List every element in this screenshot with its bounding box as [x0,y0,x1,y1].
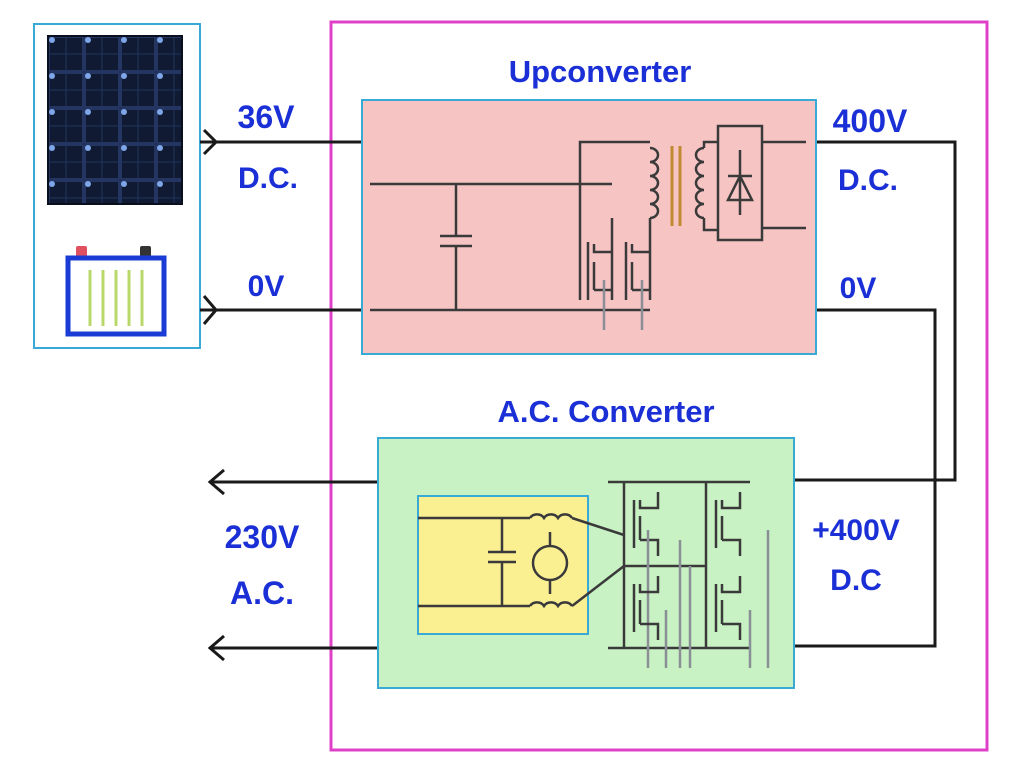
input-wiring [200,128,362,325]
capacitor-icon [440,184,472,310]
input-pos-type-label: D.C. [238,162,298,195]
inductor-icon [528,513,574,521]
ac-output-voltage-label: 230V [225,519,300,555]
ac-converter-title: A.C. Converter [497,394,714,429]
mosfet-icon [714,492,770,668]
ac-output-wiring [207,468,378,662]
upconverter-out-pos-voltage-label: 400V [833,103,908,139]
upconverter-title: Upconverter [509,54,692,89]
capacitor-icon [488,518,516,606]
ac-source-icon [531,532,569,594]
input-neg-label: 0V [248,270,285,303]
ac-converter-in-voltage-label: +400V [812,514,900,547]
upconverter-out-pos-type-label: D.C. [838,164,898,197]
mosfet-icon [586,242,612,330]
upconverter-box [361,99,817,355]
mosfet-icon [714,576,752,668]
upconverter-circuit [370,124,806,330]
mosfet-icon [624,242,650,330]
inductor-icon [528,601,574,609]
solar-panel-icon [47,35,183,205]
inverter-enclosure [329,20,989,752]
ac-converter-in-type-label: D.C [830,564,882,597]
input-pos-voltage-label: 36V [238,99,296,135]
mosfet-icon [632,492,660,668]
upconverter-out-neg-label: 0V [840,272,877,305]
ac-converter-circuit [418,480,770,668]
rectifier-diode-icon [716,124,806,242]
dc-link-wiring [795,140,957,648]
battery-icon [65,246,167,337]
mosfet-icon [632,576,668,668]
ac-output-type-label: A.C. [230,575,294,611]
transformer-icon [649,140,718,232]
